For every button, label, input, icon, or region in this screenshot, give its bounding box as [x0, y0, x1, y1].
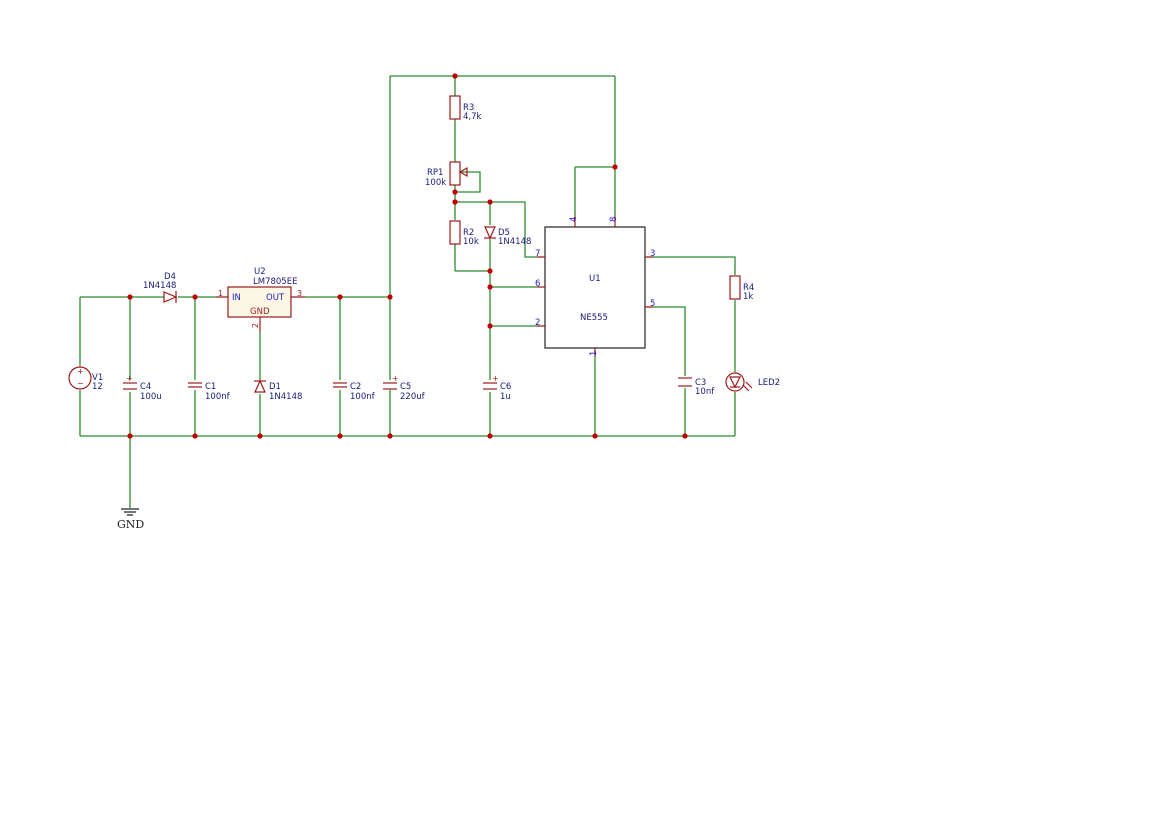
u2-regulator: IN OUT GND 1 3 2 U2 LM7805EE	[216, 267, 305, 332]
u1-pin8: 8	[609, 217, 619, 222]
u1-pin5: 5	[650, 299, 655, 309]
svg-text:−: −	[77, 379, 84, 388]
c6-value: 1u	[500, 392, 511, 402]
junction-dot	[337, 433, 343, 439]
r2-resistor: R2 10k	[449, 220, 479, 247]
c4-capacitor: + C4 100u	[123, 374, 162, 402]
u2-pin-gnd: GND	[250, 307, 270, 317]
c1-value: 100nf	[205, 392, 231, 402]
junction-dot	[487, 284, 493, 290]
junction-dot	[337, 294, 343, 300]
r2-ref: R2	[463, 228, 474, 238]
junction-dot	[612, 164, 618, 170]
c5-ref: C5	[400, 382, 411, 392]
junction-dot	[192, 433, 198, 439]
d1-ref: D1	[269, 382, 281, 392]
r3-ref: R3	[463, 103, 474, 113]
d5-ref: D5	[498, 228, 510, 238]
r3-value: 4,7k	[463, 112, 482, 122]
junctions	[127, 73, 688, 439]
d5-diode: D5 1N4148	[484, 226, 531, 247]
c2-value: 100nf	[350, 392, 376, 402]
junction-dot	[127, 433, 133, 439]
u2-ref: U2	[254, 267, 266, 277]
d4-diode: D4 1N4148	[143, 272, 178, 303]
u1-ref: U1	[589, 274, 601, 284]
d4-value: 1N4148	[143, 281, 176, 291]
junction-dot	[127, 294, 133, 300]
junction-dot	[387, 294, 393, 300]
c2-capacitor: C2 100nf	[333, 382, 376, 402]
rp1-ref: RP1	[427, 168, 443, 178]
c3-value: 10nf	[695, 387, 715, 397]
junction-dot	[487, 199, 493, 205]
u1-pin4: 4	[569, 217, 579, 222]
r4-value: 1k	[743, 292, 753, 302]
junction-dot	[257, 433, 263, 439]
u2-pin3: 3	[297, 289, 302, 298]
u1-pin7: 7	[535, 249, 540, 259]
u2-pin2: 2	[251, 323, 260, 328]
c3-capacitor: C3 10nf	[678, 377, 715, 397]
r4-ref: R4	[743, 283, 754, 293]
v1-ref: V1	[92, 373, 103, 383]
c1-capacitor: C1 100nf	[188, 382, 231, 402]
c3-ref: C3	[695, 378, 706, 388]
r2-value: 10k	[463, 237, 479, 247]
v1-value: 12	[92, 382, 103, 392]
d1-diode: D1 1N4148	[254, 379, 302, 402]
c2-ref: C2	[350, 382, 361, 392]
junction-dot	[452, 199, 458, 205]
u1-pin6: 6	[535, 279, 540, 289]
svg-text:+: +	[77, 367, 84, 376]
c4-value: 100u	[140, 392, 162, 402]
v1-source: + − V1 12	[68, 366, 103, 392]
svg-text:+: +	[126, 374, 133, 383]
u1-pin3: 3	[650, 249, 655, 259]
d5-value: 1N4148	[498, 237, 531, 247]
gnd-symbol: GND	[117, 508, 144, 531]
junction-dot	[192, 294, 198, 300]
r3-resistor: R3 4,7k	[449, 95, 482, 122]
wires	[79, 75, 736, 508]
u2-pin-in: IN	[232, 293, 241, 303]
c6-ref: C6	[500, 382, 511, 392]
c5-value: 220uf	[400, 392, 426, 402]
c4-ref: C4	[140, 382, 151, 392]
d4-ref: D4	[164, 272, 176, 282]
rp1-potentiometer: RP1 100k	[425, 161, 468, 188]
c6-capacitor: + C6 1u	[483, 374, 511, 402]
junction-dot	[387, 433, 393, 439]
c5-capacitor: + C5 220uf	[383, 374, 426, 402]
u2-pin1: 1	[218, 289, 223, 298]
d1-value: 1N4148	[269, 392, 302, 402]
junction-dot	[487, 323, 493, 329]
junction-dot	[487, 268, 493, 274]
u1-timer-ic: U1 NE555 4 8 7 6 2 3 5 1	[535, 215, 655, 357]
rp1-value: 100k	[425, 178, 446, 188]
u2-value: LM7805EE	[253, 277, 297, 287]
svg-text:+: +	[492, 374, 499, 383]
u2-pin-out: OUT	[266, 293, 285, 303]
junction-dot	[452, 189, 458, 195]
junction-dot	[487, 433, 493, 439]
c1-ref: C1	[205, 382, 216, 392]
u1-pin2: 2	[535, 318, 540, 328]
u1-value: NE555	[580, 313, 608, 323]
svg-text:+: +	[392, 374, 399, 383]
r4-resistor: R4 1k	[729, 275, 754, 302]
junction-dot	[682, 433, 688, 439]
u1-pin1: 1	[589, 351, 599, 356]
junction-dot	[592, 433, 598, 439]
led2-led: LED2	[725, 372, 780, 392]
gnd-label: GND	[117, 518, 144, 531]
led2-ref: LED2	[758, 378, 780, 388]
junction-dot	[452, 73, 458, 79]
